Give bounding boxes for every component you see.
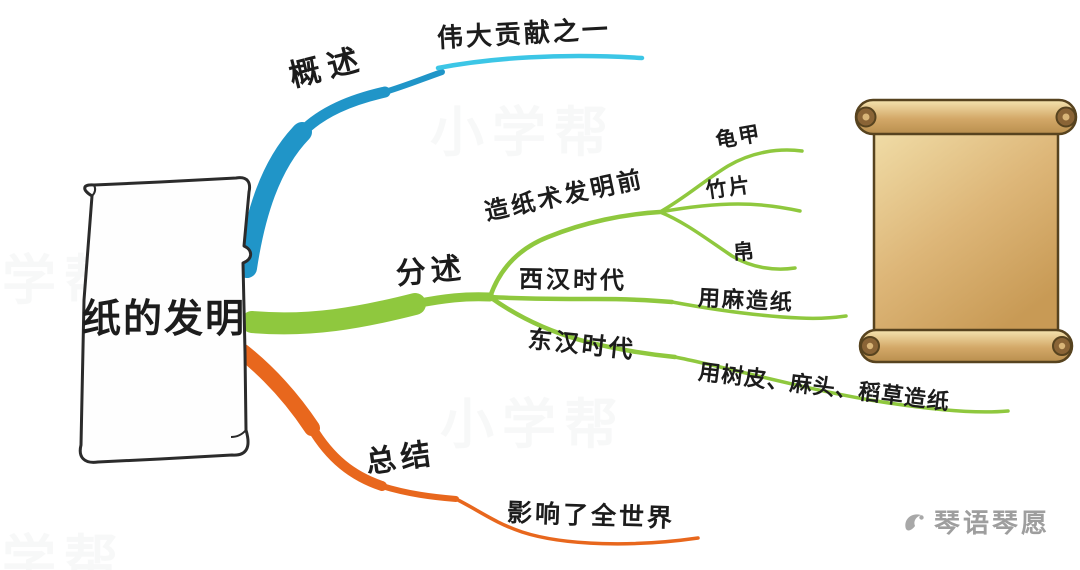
- root-node-paper: [78, 176, 253, 464]
- scroll-illustration: [854, 98, 1078, 364]
- node-silk-label: 帛: [731, 240, 755, 265]
- node-hemp-paper-label: 用麻造纸: [697, 285, 795, 316]
- background-watermark-text: 小学帮: [440, 395, 626, 455]
- brand-watermark: 琴语琴愿: [902, 503, 1050, 540]
- detail-branch-line: [241, 148, 1010, 414]
- overview-child-underline: [435, 53, 645, 71]
- background-watermark-text: 小学帮: [0, 531, 126, 570]
- brand-watermark-text: 琴语琴愿: [934, 508, 1051, 538]
- background-watermark-text: 小学帮: [430, 103, 616, 163]
- root-node-label: 纸的发明: [81, 298, 246, 341]
- node-western-han-label: 西汉时代: [518, 266, 628, 295]
- brand-logo-icon: [905, 513, 924, 530]
- overview-branch-line: [237, 69, 445, 278]
- node-influenced-world-label: 影响了全世界: [506, 499, 676, 533]
- branch-detail-label: 分述: [394, 251, 468, 291]
- summary-branch-line: [235, 344, 700, 546]
